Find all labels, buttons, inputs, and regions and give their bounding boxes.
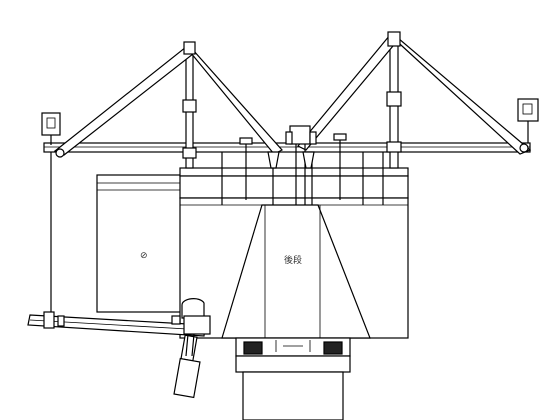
left-end-hanger xyxy=(41,112,61,318)
bottom-basket-rail xyxy=(27,311,206,337)
right-end-hanger xyxy=(517,98,539,143)
right-truss xyxy=(297,31,532,169)
center-hangers xyxy=(221,125,384,205)
box-girder-segment xyxy=(96,174,186,313)
left-segment-label: ⊘ xyxy=(140,251,148,261)
pier xyxy=(235,337,351,420)
tilted-hanger-module xyxy=(173,298,211,399)
hopper-trapezoid xyxy=(221,204,371,339)
center-segment-label: 後段 xyxy=(284,254,302,266)
left-truss xyxy=(53,41,283,169)
